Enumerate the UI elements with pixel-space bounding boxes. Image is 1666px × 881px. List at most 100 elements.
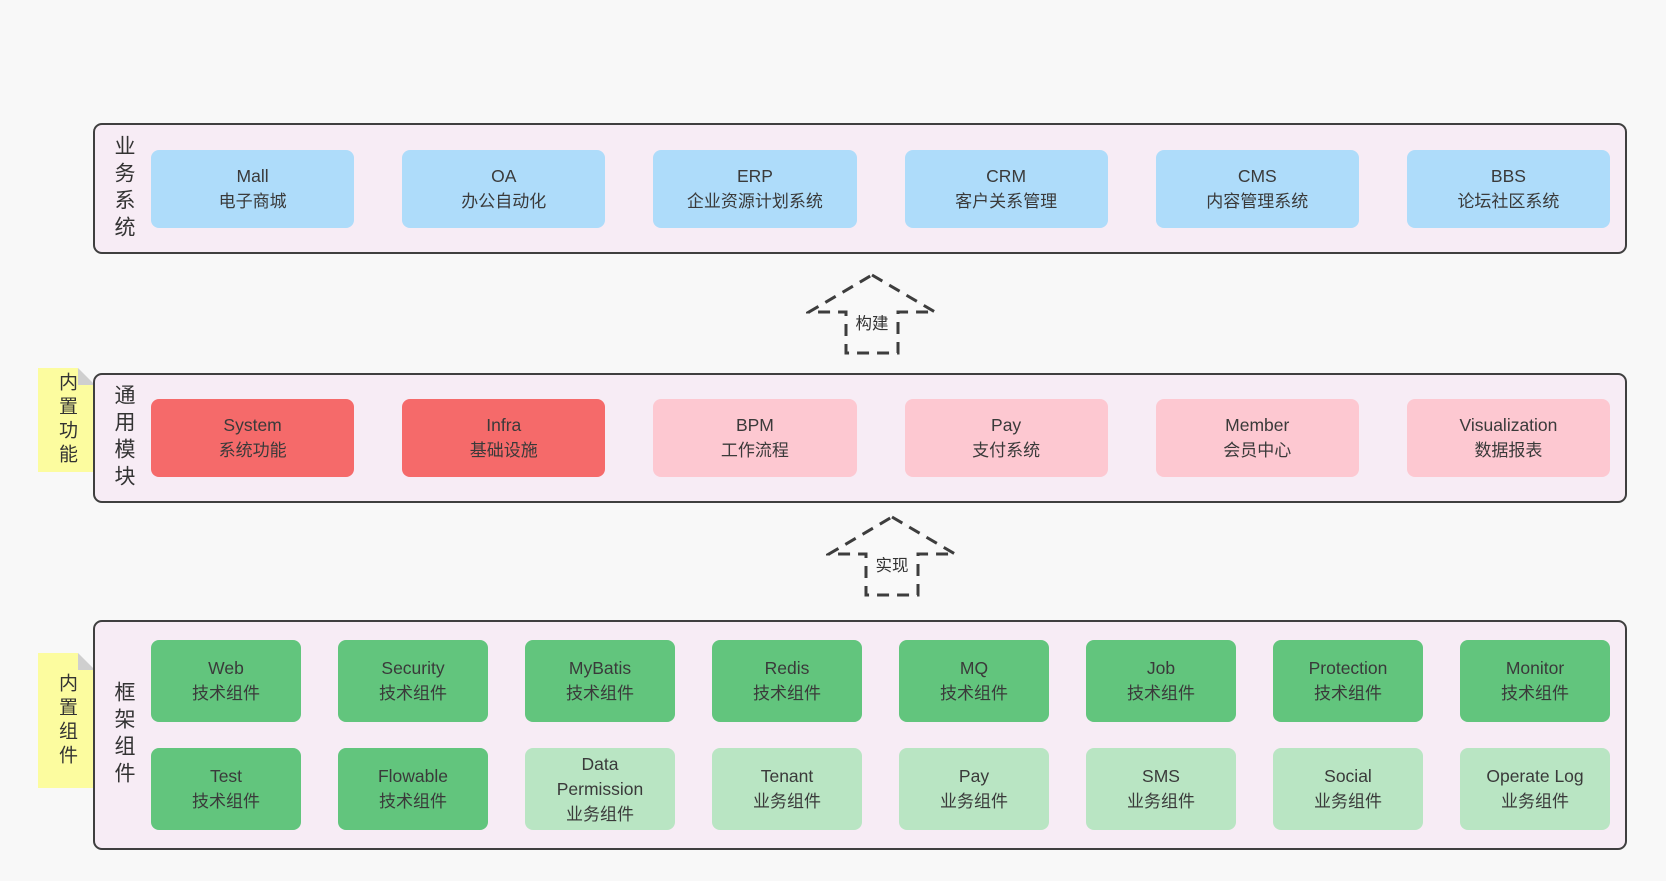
arrow-implement-label: 实现 [871,551,913,577]
box-redis: Redis 技术组件 [712,640,862,722]
layer-business-systems: 业务系统 Mall 电子商城 OA 办公自动化 ERP 企业资源计划系统 CRM… [93,123,1627,254]
box-title: BPM [735,415,774,435]
components-row-1: Web 技术组件 Security 技术组件 MyBatis 技术组件 Redi… [151,640,1610,722]
box-subtitle: 基础设施 [469,441,538,460]
box-subtitle: 数据报表 [1474,441,1543,460]
box-title: Pay [958,766,990,786]
layer-label-business-systems: 业务系统 [95,135,151,243]
box-sms: SMS 业务组件 [1086,748,1236,830]
sticky-note-text: 内置组件 [56,672,77,769]
box-title: Visualization [1459,415,1558,435]
box-subtitle: 技术组件 [379,684,447,703]
arrow-build-label: 构建 [851,309,893,335]
box-cms: CMS 内容管理系统 [1155,149,1359,228]
box-subtitle: 会员中心 [1223,441,1292,460]
box-title: Flowable [377,766,449,786]
box-data-permission: Data Permission 业务组件 [525,748,675,830]
box-title: CRM [986,165,1027,186]
box-subtitle: 技术组件 [379,792,447,811]
box-title: Job [1146,658,1176,678]
box-title: Mall [236,165,269,186]
arrow-implement: 实现 [823,515,961,597]
components-box-area: Web 技术组件 Security 技术组件 MyBatis 技术组件 Redi… [151,640,1625,830]
box-flowable: Flowable 技术组件 [338,748,488,830]
box-title: SMS [1142,766,1180,786]
box-subtitle: 支付系统 [972,441,1041,460]
box-monitor: Monitor 技术组件 [1460,640,1610,722]
box-subtitle: 技术组件 [192,684,260,703]
box-bpm: BPM 工作流程 [653,399,857,477]
box-subtitle: 论坛社区系统 [1457,191,1560,211]
box-erp: ERP 企业资源计划系统 [653,149,857,228]
box-pay-module: Pay 支付系统 [904,399,1108,477]
box-test: Test 技术组件 [151,748,301,830]
box-protection: Protection 技术组件 [1273,640,1423,722]
box-title: Data Permission [556,753,644,799]
sticky-note-builtin-components: 内置组件 [38,653,95,788]
box-title: Infra [486,415,522,435]
box-bbs: BBS 论坛社区系统 [1406,149,1611,228]
box-title: Security [381,658,445,678]
box-job: Job 技术组件 [1086,640,1236,722]
box-subtitle: 技术组件 [1127,684,1195,703]
box-title: Operate Log [1486,766,1584,786]
box-title: Member [1225,415,1290,435]
box-title: Pay [991,415,1022,435]
box-tenant: Tenant 业务组件 [712,748,862,830]
sticky-note-builtin-features: 内置功能 [38,368,95,472]
box-subtitle: 业务组件 [940,792,1008,811]
box-social: Social 业务组件 [1273,748,1423,830]
box-subtitle: 业务组件 [1127,792,1195,811]
layer-label-text: 通用模块 [112,384,135,492]
box-title: Tenant [760,766,814,786]
box-web: Web 技术组件 [151,640,301,722]
layer-label-text: 框架组件 [112,681,135,789]
box-subtitle: 技术组件 [753,684,821,703]
box-subtitle: 工作流程 [720,441,789,460]
box-title: MQ [959,658,989,678]
box-oa: OA 办公自动化 [402,149,606,228]
box-subtitle: 技术组件 [1314,684,1382,703]
box-title: System [223,415,282,435]
box-subtitle: 电子商城 [218,191,287,211]
box-title: Redis [764,658,810,678]
arrow-build: 构建 [803,273,941,355]
box-subtitle: 系统功能 [218,441,287,460]
box-title: OA [491,165,517,186]
box-title: ERP [736,165,773,186]
layer-label-common-modules: 通用模块 [95,384,151,492]
box-subtitle: 业务组件 [566,804,634,824]
components-row-2: Test 技术组件 Flowable 技术组件 Data Permission … [151,748,1610,830]
box-member: Member 会员中心 [1155,399,1359,477]
box-title: MyBatis [568,658,632,678]
box-mybatis: MyBatis 技术组件 [525,640,675,722]
box-subtitle: 内容管理系统 [1206,191,1309,211]
box-crm: CRM 客户关系管理 [904,149,1108,228]
box-pay-component: Pay 业务组件 [899,748,1049,830]
box-infra: Infra 基础设施 [402,399,606,477]
box-subtitle: 技术组件 [566,684,634,703]
box-operate-log: Operate Log 业务组件 [1460,748,1610,830]
box-subtitle: 业务组件 [753,792,821,811]
box-mall: Mall 电子商城 [151,149,355,228]
business-box-area: Mall 电子商城 OA 办公自动化 ERP 企业资源计划系统 CRM 客户关系… [151,149,1625,228]
box-mq: MQ 技术组件 [899,640,1049,722]
box-visualization: Visualization 数据报表 [1406,399,1611,477]
box-subtitle: 业务组件 [1501,792,1569,811]
box-subtitle: 办公自动化 [461,191,547,211]
box-title: Social [1324,766,1372,786]
box-subtitle: 技术组件 [192,792,260,811]
box-subtitle: 技术组件 [940,684,1008,703]
box-subtitle: 技术组件 [1501,684,1569,703]
box-title: Monitor [1505,658,1565,678]
layer-framework-components: 框架组件 Web 技术组件 Security 技术组件 MyBatis 技术组件… [93,620,1627,850]
layer-label-text: 业务系统 [112,134,135,243]
box-system: System 系统功能 [151,399,355,477]
box-subtitle: 业务组件 [1314,792,1382,811]
box-subtitle: 客户关系管理 [955,191,1058,211]
box-title: CMS [1237,165,1277,186]
layer-label-framework-components: 框架组件 [95,681,151,789]
box-security: Security 技术组件 [338,640,488,722]
box-title: Protection [1308,658,1388,678]
